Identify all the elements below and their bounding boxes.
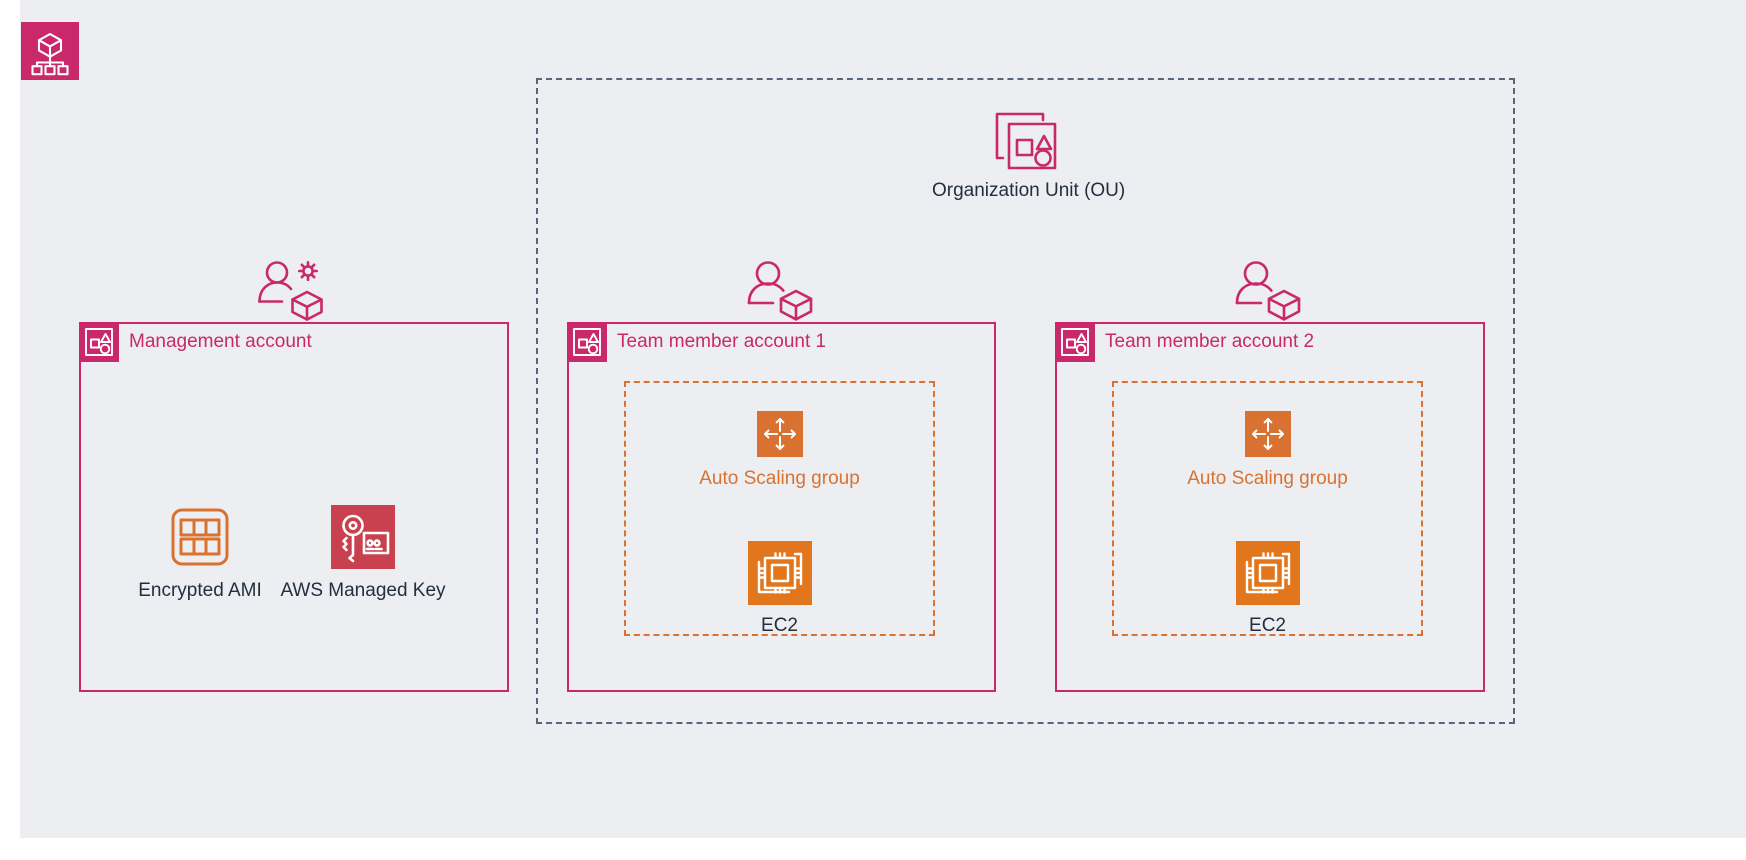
aws-managed-key-icon bbox=[331, 505, 395, 569]
auto-scaling-group-icon bbox=[756, 411, 803, 457]
auto-scaling-group-container-1: Auto Scaling group EC2 bbox=[624, 381, 935, 636]
encrypted-ami-icon bbox=[171, 508, 229, 566]
aws-managed-key-label: AWS Managed Key bbox=[280, 580, 446, 601]
team-member-account-2-box bbox=[1055, 322, 1485, 692]
management-user-icon bbox=[258, 261, 323, 321]
organization-unit-label: Organization Unit (OU) bbox=[932, 180, 1126, 201]
account-team-member-account-1: Team member account 1 Auto Scaling group bbox=[567, 261, 996, 692]
management-account-box bbox=[79, 322, 509, 692]
ec2-label-2: EC2 bbox=[1249, 615, 1286, 636]
team-member-account-2-title: Team member account 2 bbox=[1105, 331, 1315, 352]
aws-organizations-icon bbox=[21, 22, 79, 80]
resource-encrypted-ami: Encrypted AMI bbox=[110, 505, 290, 602]
auto-scaling-group-header-2: Auto Scaling group bbox=[1138, 411, 1398, 490]
auto-scaling-group-label-1: Auto Scaling group bbox=[699, 468, 860, 489]
organization-unit-icon bbox=[995, 112, 1057, 170]
account-badge-icon bbox=[567, 322, 607, 362]
ec2-label-1: EC2 bbox=[761, 615, 798, 636]
auto-scaling-group-header-1: Auto Scaling group bbox=[650, 411, 910, 490]
auto-scaling-group-label-2: Auto Scaling group bbox=[1187, 468, 1348, 489]
organization-unit-header: Organization Unit (OU) bbox=[932, 110, 1126, 202]
resource-aws-managed-key: AWS Managed Key bbox=[273, 505, 453, 602]
auto-scaling-group-container-2: Auto Scaling group EC2 bbox=[1112, 381, 1423, 636]
team-member-account-1-box bbox=[567, 322, 996, 692]
diagram-board bbox=[20, 0, 1746, 838]
management-account-title: Management account bbox=[129, 331, 312, 352]
ec2-icon bbox=[1235, 541, 1300, 605]
ec2-icon bbox=[747, 541, 812, 605]
team-member-account-1-title: Team member account 1 bbox=[617, 331, 827, 352]
account-badge-icon bbox=[79, 322, 119, 362]
account-management-account: Management account Encrypted AMI bbox=[79, 261, 509, 692]
team-member-user-icon bbox=[1235, 261, 1301, 321]
account-team-member-account-2: Team member account 2 Auto Scaling group bbox=[1055, 261, 1485, 692]
account-badge-icon bbox=[1055, 322, 1095, 362]
encrypted-ami-label: Encrypted AMI bbox=[138, 580, 262, 601]
organization-unit-container bbox=[536, 78, 1515, 724]
ec2-node-1: EC2 bbox=[670, 541, 890, 637]
team-member-user-icon bbox=[747, 261, 812, 321]
ec2-node-2: EC2 bbox=[1158, 541, 1378, 637]
auto-scaling-group-icon bbox=[1244, 411, 1291, 457]
